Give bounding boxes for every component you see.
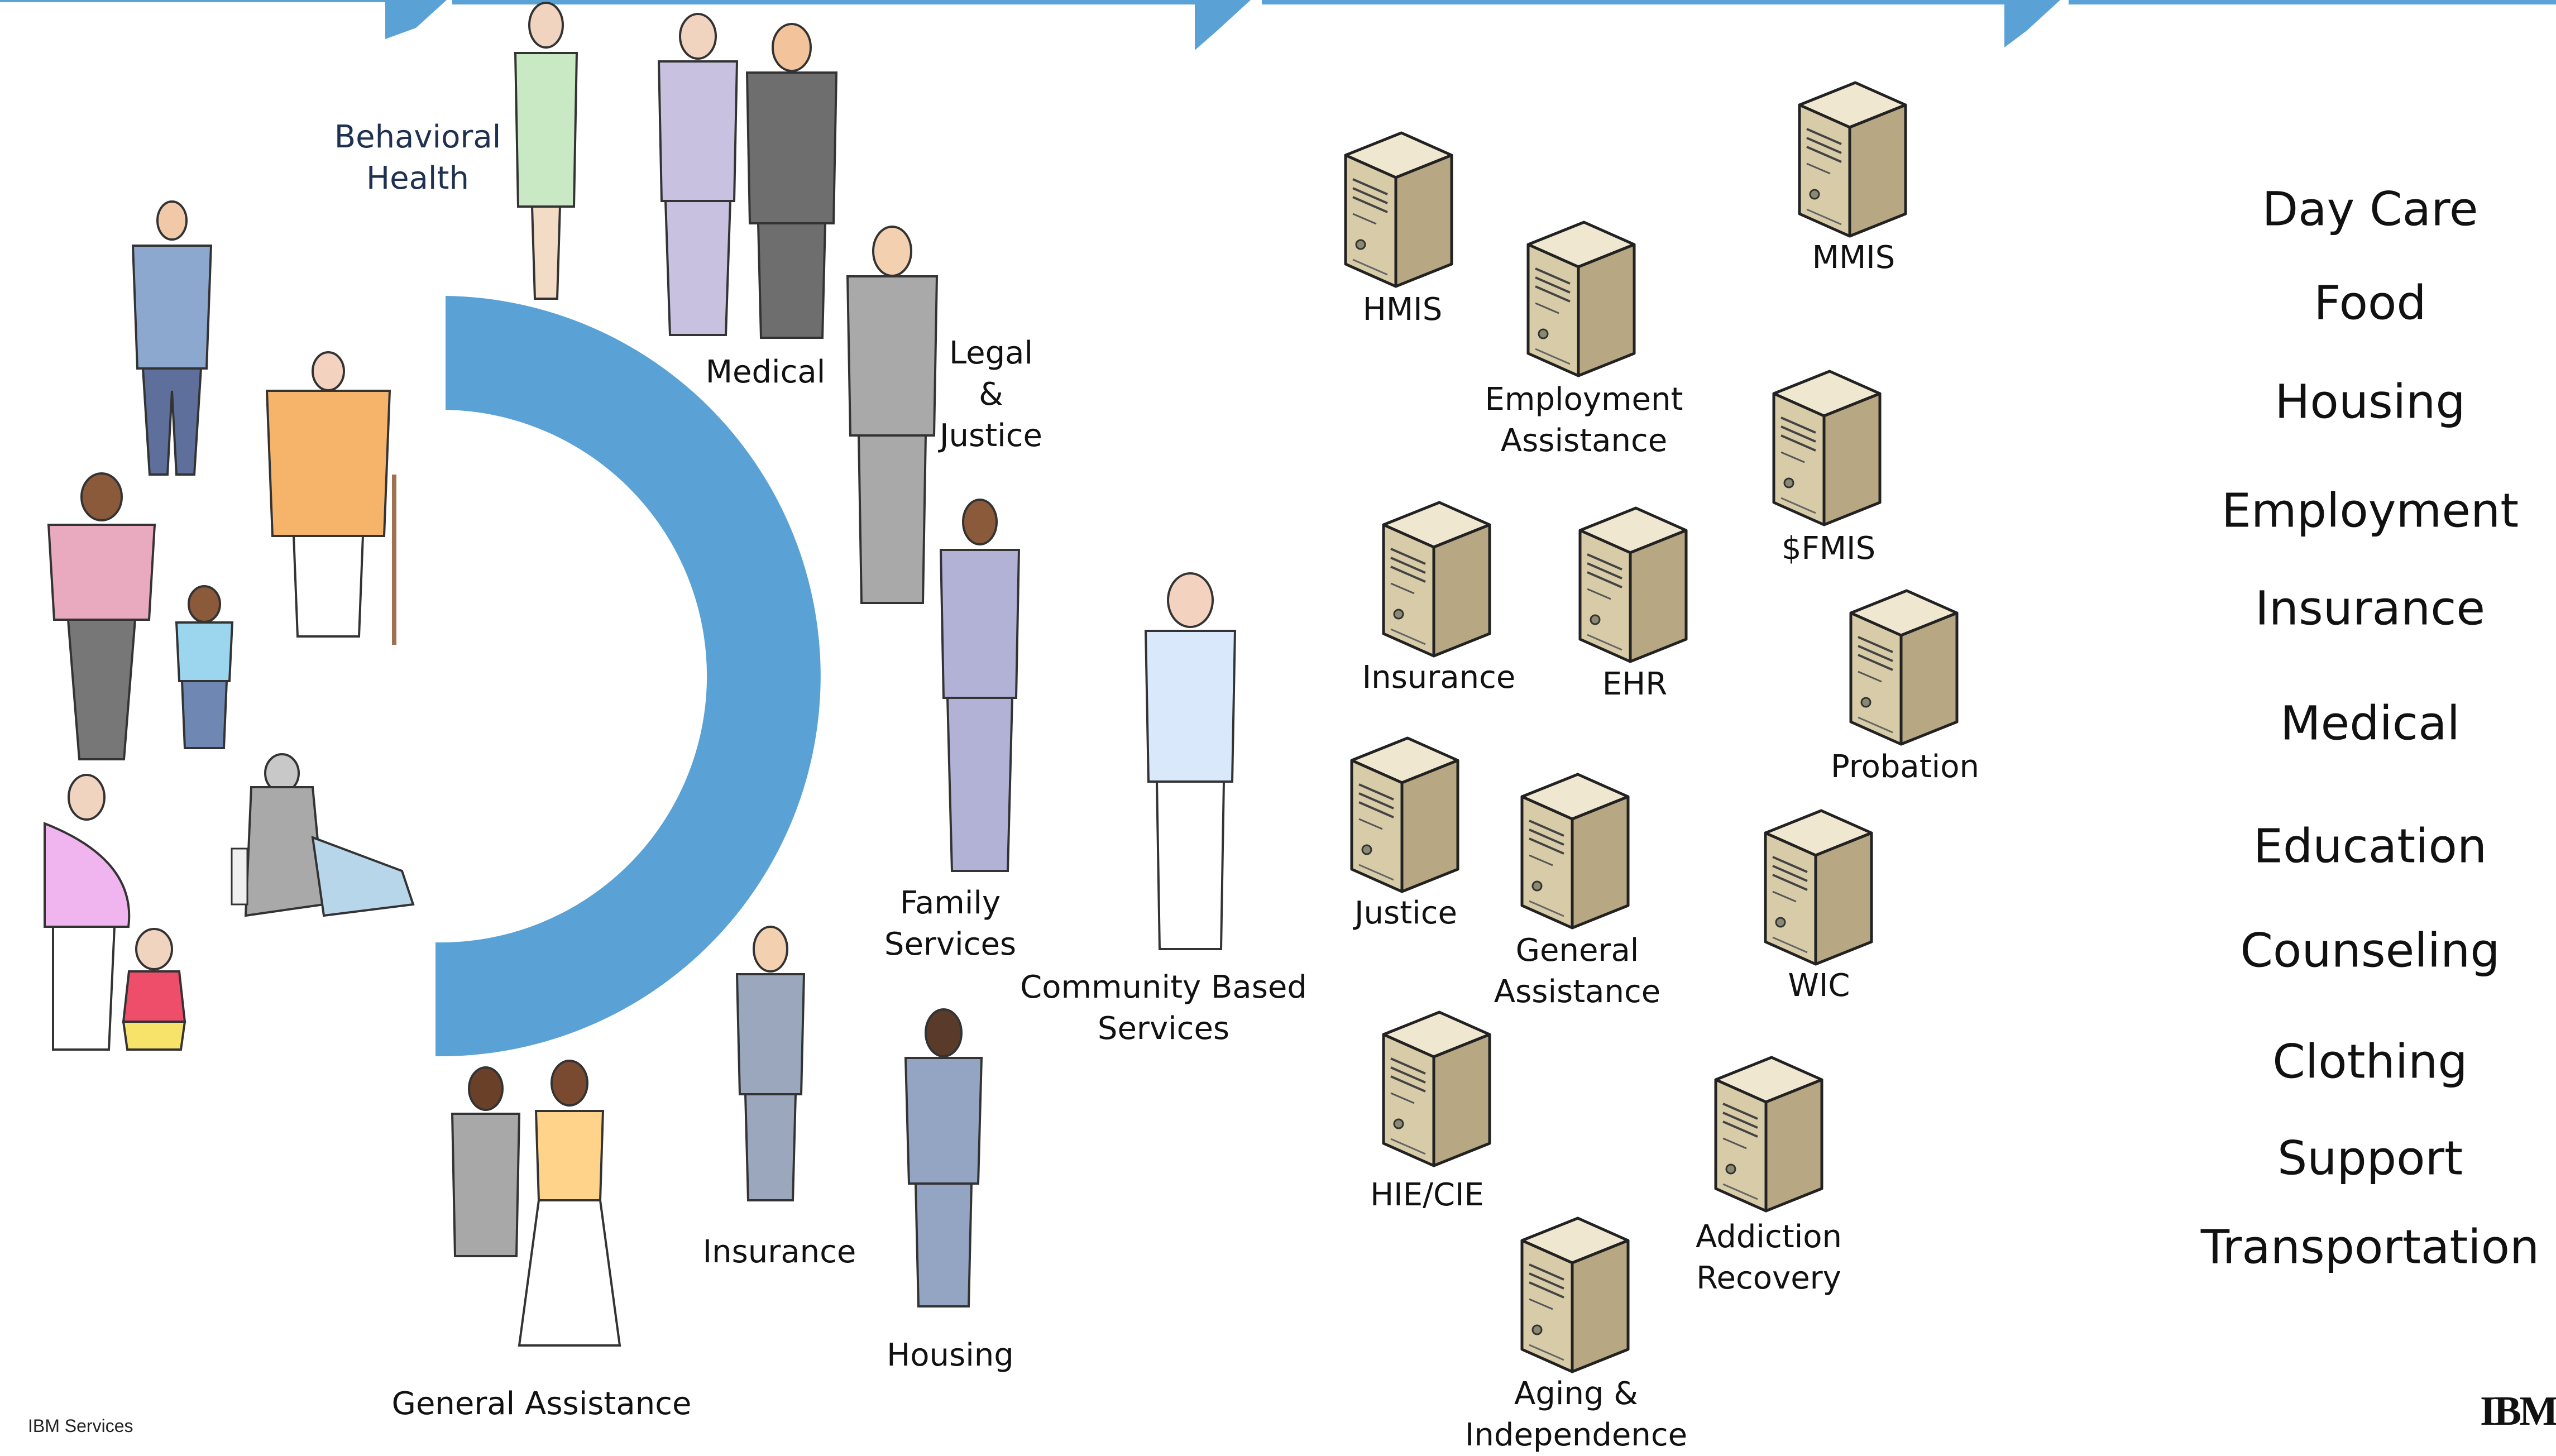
system-label-line: Assistance xyxy=(1494,974,1661,1010)
system-label-line: Justice xyxy=(1354,895,1457,932)
footer-brand: IBM Services xyxy=(28,1416,133,1436)
server-icon-ehr xyxy=(1580,508,1686,662)
role-label-line: Community Based xyxy=(1020,969,1307,1006)
system-label-line: WIC xyxy=(1788,968,1850,1004)
server-icon-employment xyxy=(1528,222,1634,376)
system-label-line: General xyxy=(1515,932,1639,969)
role-label-housing: Housing xyxy=(887,1335,1014,1376)
role-label-legal-justice: Legal & Justice xyxy=(940,333,1042,457)
header-bar xyxy=(0,0,2556,50)
server-icon-addiction xyxy=(1716,1057,1822,1211)
service-item-transportation: Transportation xyxy=(2200,1219,2540,1275)
server-icon-hie-cie xyxy=(1384,1012,1490,1166)
service-item-medical: Medical xyxy=(2280,696,2460,751)
ibm-logo: IBM xyxy=(2480,1388,2556,1434)
system-label-mmis: MMIS xyxy=(1812,237,1896,279)
role-label-line: Behavioral xyxy=(334,119,501,156)
system-label-aging-independence: Aging & Independence xyxy=(1465,1373,1687,1456)
role-label-medical: Medical xyxy=(706,352,826,393)
system-label-line: Probation xyxy=(1831,749,1979,786)
system-label-probation: Probation xyxy=(1831,746,1979,788)
system-label-line: $FMIS xyxy=(1781,530,1876,567)
system-label-hie-cie: HIE/CIE xyxy=(1370,1175,1484,1216)
role-label-line: Insurance xyxy=(702,1234,856,1271)
server-icon-aging xyxy=(1522,1218,1628,1372)
server-icon-justice xyxy=(1352,738,1458,892)
behavioral-health-figure xyxy=(514,2,578,300)
system-label-line: Recovery xyxy=(1696,1260,1841,1296)
system-label-line: EHR xyxy=(1602,666,1668,703)
role-label-line: General Assistance xyxy=(391,1386,692,1423)
system-label-line: Aging & xyxy=(1514,1376,1638,1412)
system-label-line: HMIS xyxy=(1362,291,1443,328)
role-label-line: Housing xyxy=(887,1337,1014,1374)
system-label-insurance: Insurance xyxy=(1362,657,1516,698)
role-label-general-assistance: General Assistance xyxy=(392,1383,692,1425)
system-label-justice: Justice xyxy=(1354,893,1457,934)
server-icon-mmis xyxy=(1799,83,1906,236)
client-homeless-figure xyxy=(231,753,415,917)
client-girl-figure xyxy=(122,928,186,1051)
client-pregnant-woman-figure xyxy=(44,774,131,1051)
service-item-support: Support xyxy=(2277,1131,2463,1186)
role-label-line: Health xyxy=(366,160,469,197)
server-icon-hmis xyxy=(1346,133,1452,286)
medical-woman-figure xyxy=(657,13,739,336)
server-icon-insurance xyxy=(1384,502,1490,656)
server-icon-wic xyxy=(1765,811,1871,964)
role-label-family-services: Family Services xyxy=(884,883,1016,965)
system-label-employment-assistance: Employment Assistance xyxy=(1485,379,1683,462)
community-based-figure xyxy=(1144,572,1237,950)
medical-man-figure xyxy=(745,23,838,339)
system-label-line: Independence xyxy=(1464,1417,1688,1453)
role-label-community-based: Community Based Services xyxy=(1020,967,1307,1050)
system-label-ehr: EHR xyxy=(1602,664,1667,705)
client-mother-figure xyxy=(47,472,156,760)
insurance-figure xyxy=(735,926,806,1201)
role-label-line: Family xyxy=(899,885,1001,922)
system-label-line: HIE/CIE xyxy=(1370,1177,1484,1214)
system-label-line: Addiction xyxy=(1695,1219,1842,1256)
system-label-addiction-recovery: Addiction Recovery xyxy=(1696,1216,1842,1299)
role-label-line: Services xyxy=(884,926,1017,962)
client-boy-figure xyxy=(175,585,234,749)
people-figures xyxy=(44,2,1237,1347)
citizen-arc xyxy=(435,296,821,1057)
system-label-line: Employment xyxy=(1485,381,1683,418)
service-item-housing: Housing xyxy=(2275,374,2466,429)
system-label-line: Insurance xyxy=(1362,659,1516,696)
server-icon-general-assistance xyxy=(1522,774,1628,928)
role-label-line: & xyxy=(979,376,1003,413)
role-label-line: Medical xyxy=(705,354,826,391)
service-item-education: Education xyxy=(2253,818,2487,874)
role-label-line: Justice xyxy=(940,417,1042,454)
system-label-fmis: $FMIS xyxy=(1782,528,1875,569)
role-label-line: Legal xyxy=(949,335,1033,372)
legal-figure xyxy=(846,226,939,604)
client-elder-figure xyxy=(265,351,396,645)
client-man-figure xyxy=(131,200,213,476)
housing-figure xyxy=(904,1008,983,1307)
system-label-line: MMIS xyxy=(1812,240,1896,276)
system-label-wic: WIC xyxy=(1788,965,1850,1007)
system-label-hmis: HMIS xyxy=(1363,289,1443,331)
server-icon-probation xyxy=(1851,591,1957,744)
role-label-insurance: Insurance xyxy=(703,1232,856,1273)
service-item-employment: Employment xyxy=(2221,483,2519,538)
role-label-line: Services xyxy=(1097,1010,1230,1047)
system-label-general-assistance: General Assistance xyxy=(1494,930,1660,1013)
service-item-insurance: Insurance xyxy=(2255,581,2486,636)
service-item-day-care: Day Care xyxy=(2262,181,2478,237)
general-assistance-figures xyxy=(451,1060,621,1347)
service-item-counseling: Counseling xyxy=(2240,923,2500,978)
system-label-line: Assistance xyxy=(1500,423,1668,459)
role-label-behavioral-health: Behavioral Health xyxy=(334,117,501,199)
service-item-clothing: Clothing xyxy=(2272,1034,2468,1089)
server-icon-fmis xyxy=(1774,371,1880,525)
family-services-figure xyxy=(939,499,1021,872)
service-item-food: Food xyxy=(2314,275,2426,331)
